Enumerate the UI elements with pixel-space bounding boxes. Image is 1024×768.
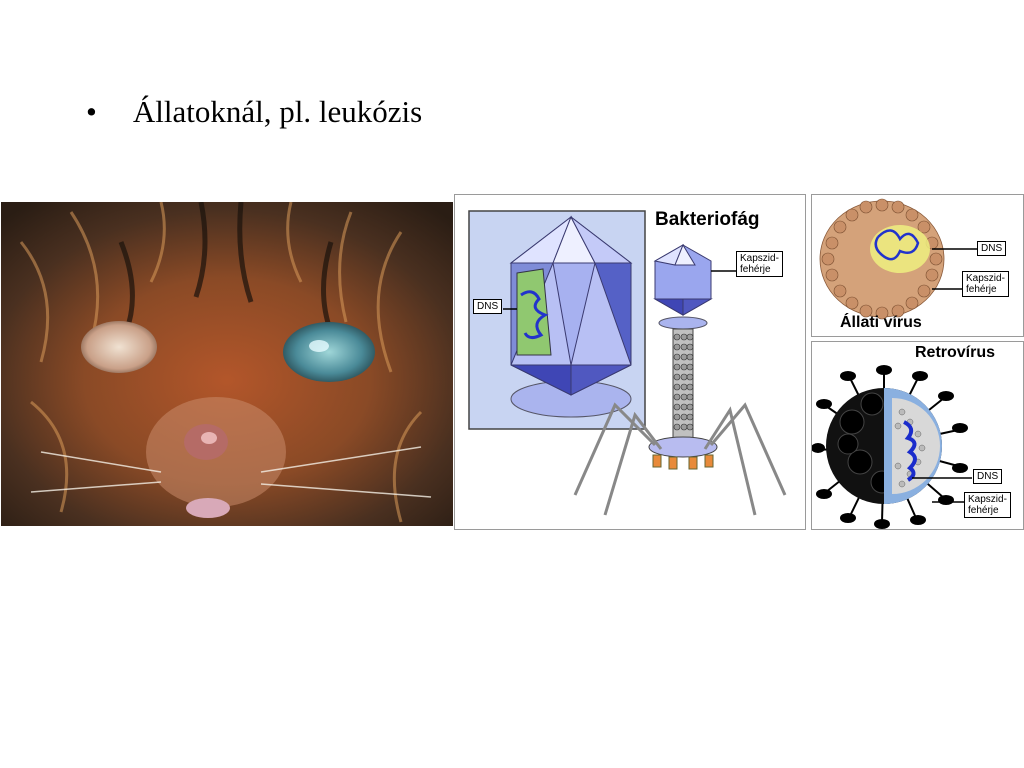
retro-capsid-label: Kapszid- fehérje — [964, 492, 1011, 518]
bullet-item: • Állatoknál, pl. leukózis — [86, 92, 422, 132]
animal-capsid-text-1: Kapszid- — [966, 273, 1005, 284]
phage-dna-label: DNS — [473, 299, 503, 314]
retro-dna-label: DNS — [973, 469, 1003, 484]
phage-capsid-text-2: fehérje — [740, 264, 771, 275]
bullet-text: Állatoknál, pl. leukózis — [132, 94, 423, 129]
retrovirus-title: Retrovírus — [915, 344, 996, 361]
animal-capsid-text-2: fehérje — [966, 284, 997, 295]
phage-title: Bakteriofág — [655, 209, 760, 230]
animal-dna-text: DNS — [981, 243, 1003, 254]
bullet-symbol: • — [86, 94, 97, 129]
bacteriophage-diagram: Bakteriofág DNS Kapszid- fehérje — [454, 194, 806, 530]
cat-leukosis-photo — [1, 202, 453, 526]
phage-capsid-text-1: Kapszid- — [740, 253, 779, 264]
retrovirus-diagram: Retrovírus DNS Kapszid- fehérje — [811, 341, 1024, 530]
phage-capsid-label: Kapszid- fehérje — [736, 251, 783, 277]
phage-dna-text: DNS — [477, 301, 499, 312]
retro-capsid-text-2: fehérje — [968, 505, 999, 516]
retro-capsid-text-1: Kapszid- — [968, 494, 1007, 505]
animal-virus-diagram: DNS Kapszid- fehérje Állati vírus — [811, 194, 1024, 337]
retro-dna-text: DNS — [977, 471, 999, 482]
animal-dna-label: DNS — [977, 241, 1007, 256]
animal-capsid-label: Kapszid- fehérje — [962, 271, 1009, 297]
animal-virus-title: Állati vírus — [840, 314, 922, 331]
